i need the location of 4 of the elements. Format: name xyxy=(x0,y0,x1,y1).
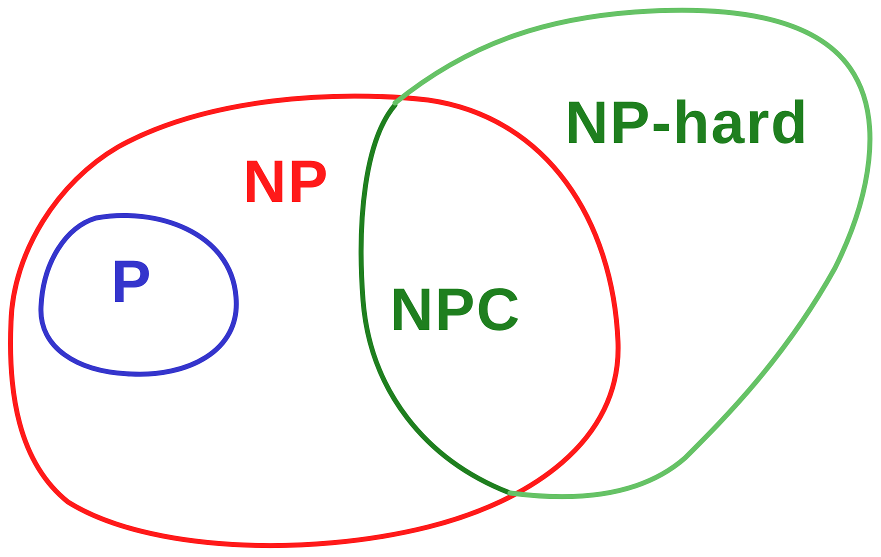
set-label: NP xyxy=(243,152,330,212)
set-label: NPC xyxy=(390,280,522,340)
set-label: NP-hard xyxy=(565,93,809,153)
set-label: P xyxy=(111,252,153,312)
